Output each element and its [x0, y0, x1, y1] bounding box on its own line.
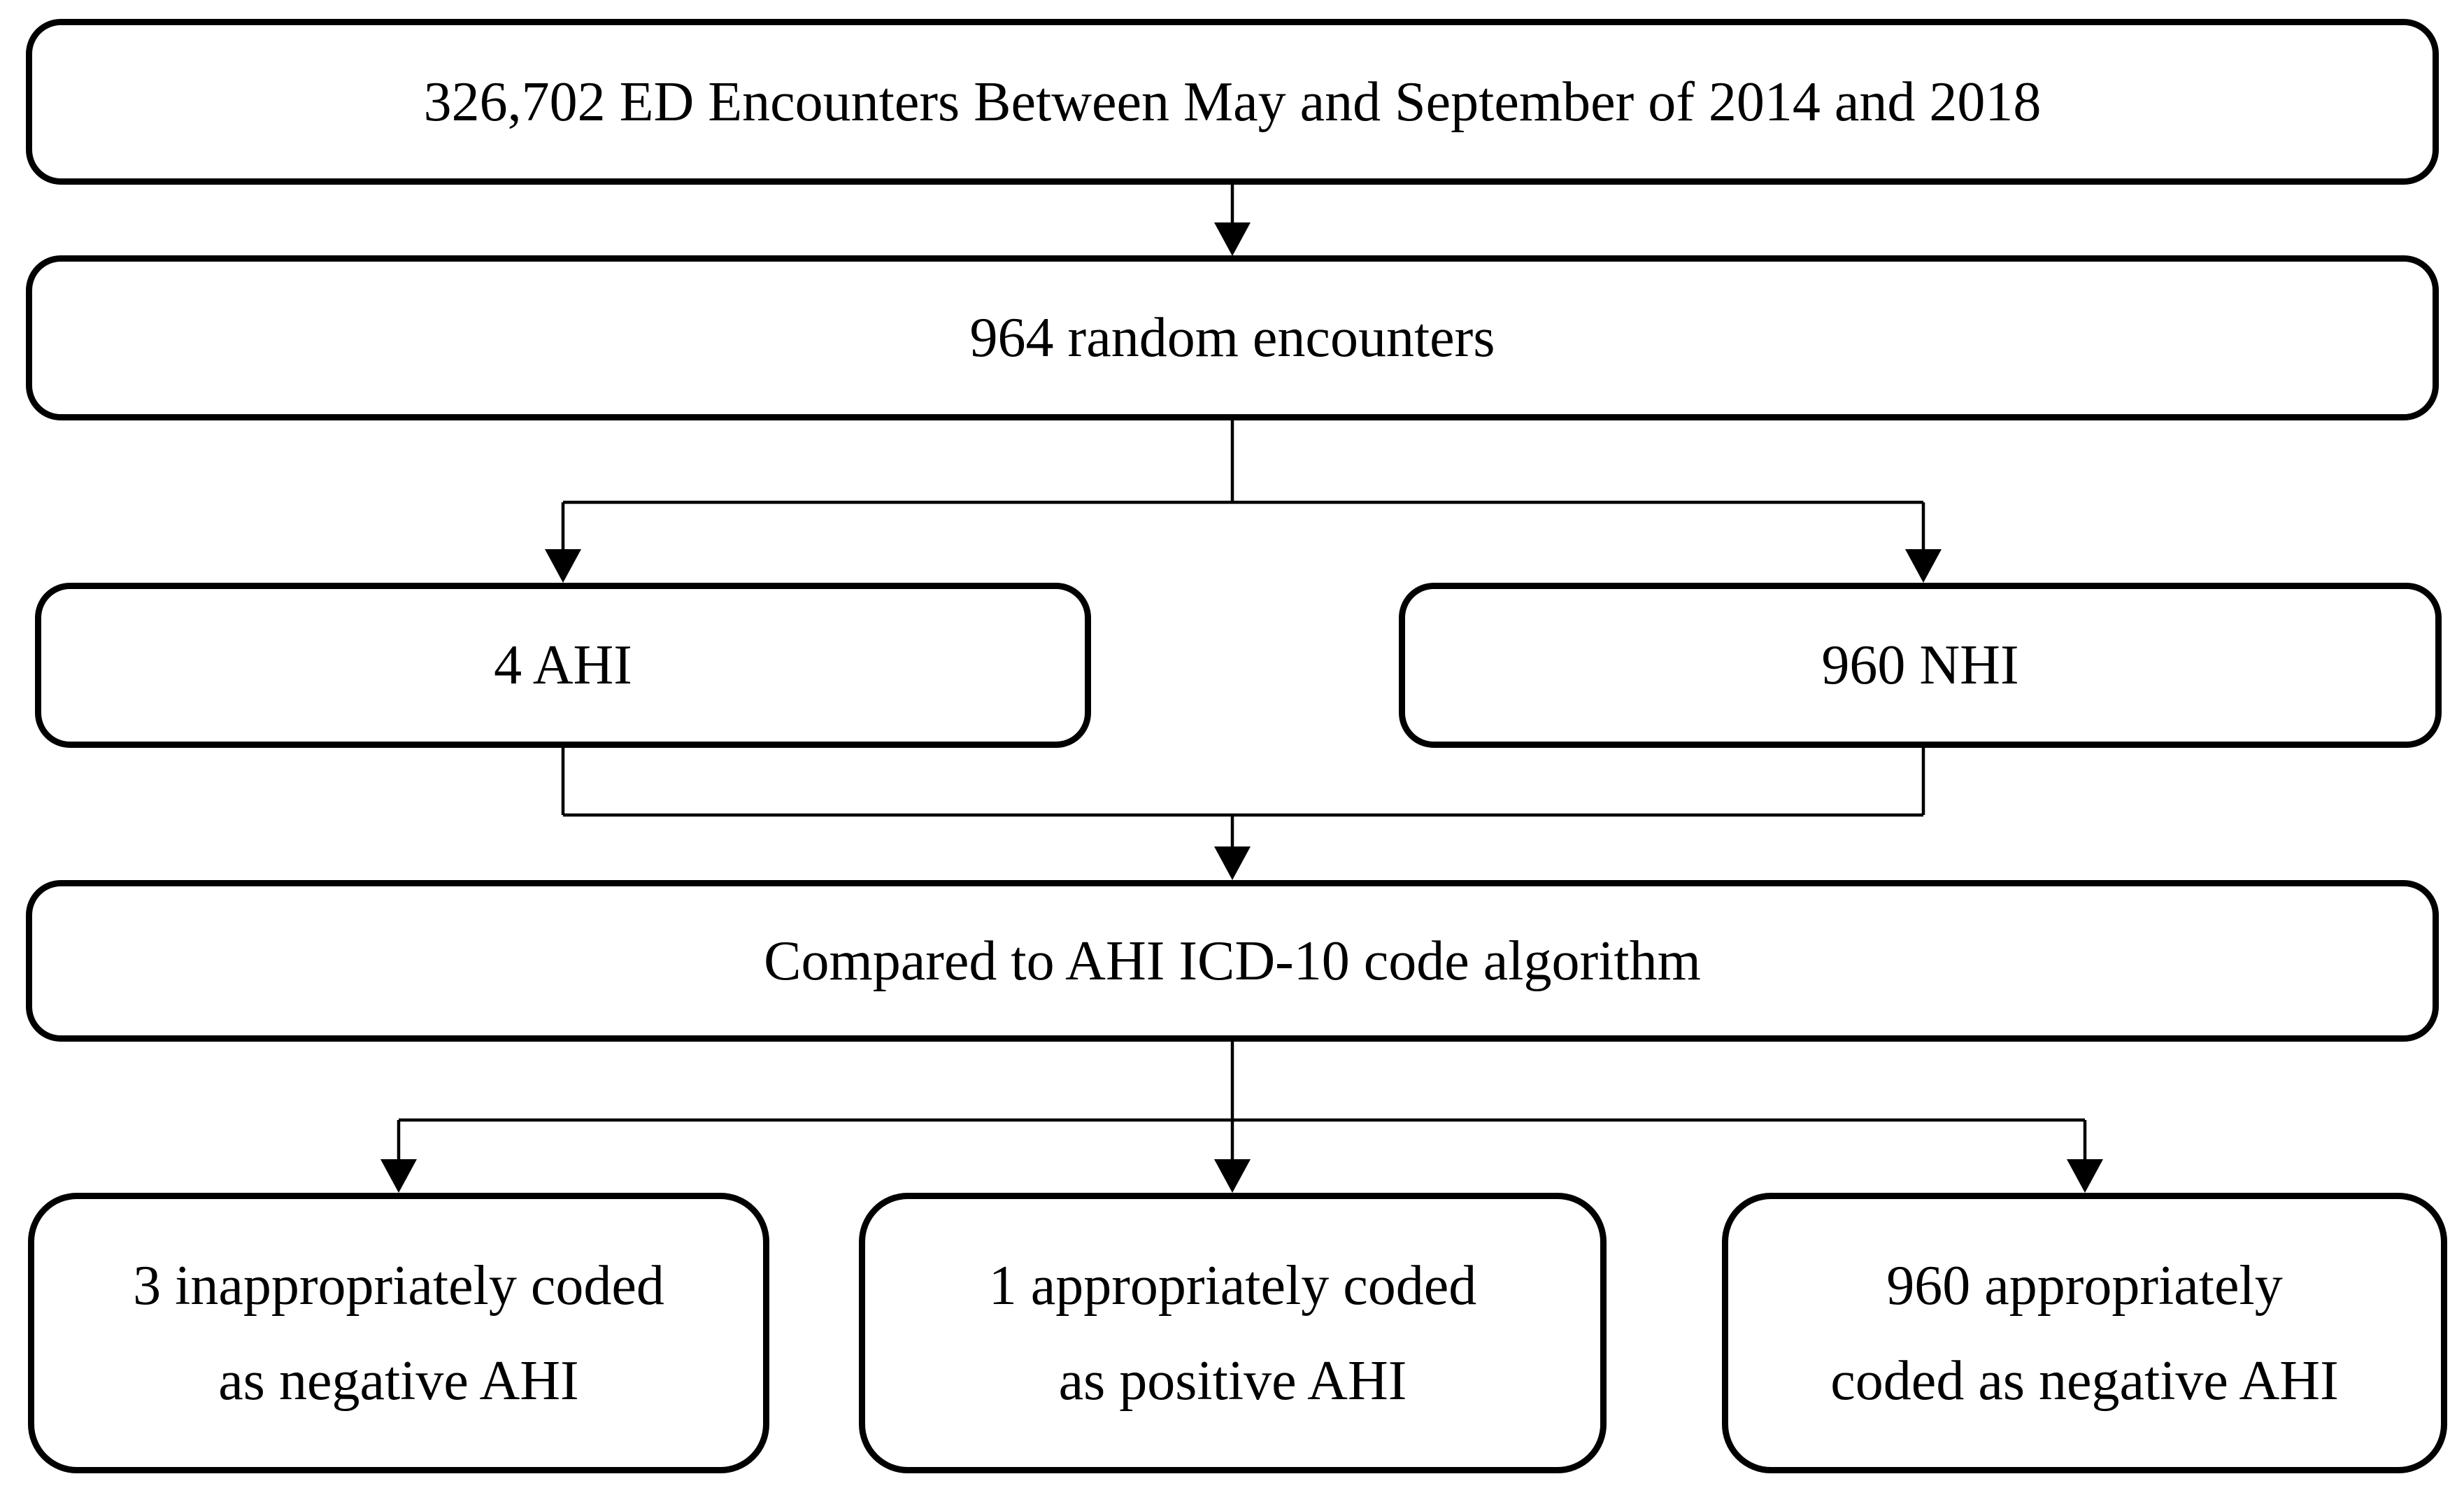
node-appropriately-coded-positive: 1 appropriately coded as positive AHI — [859, 1193, 1607, 1473]
node-algorithm-comparison: Compared to AHI ICD-10 code algorithm — [26, 880, 2439, 1042]
connector-merge-to-compared — [561, 748, 1925, 880]
node-inappropriately-coded-negative-line1: 3 inappropriately coded — [133, 1254, 664, 1317]
node-appropriately-coded-negative-line1: 960 appropriately — [1886, 1254, 2283, 1317]
arrowhead-down-icon — [1214, 846, 1251, 880]
node-algorithm-comparison-label: Compared to AHI ICD-10 code algorithm — [764, 930, 1701, 992]
node-total-encounters-label: 326,702 ED Encounters Between May and Se… — [423, 71, 2042, 133]
arrowhead-down-icon — [1214, 1159, 1251, 1193]
node-nhi-label: 960 NHI — [1821, 635, 2019, 696]
arrowhead-down-icon — [545, 549, 581, 583]
node-inappropriately-coded-negative-line2: as negative AHI — [218, 1349, 579, 1412]
arrowhead-down-icon — [1905, 549, 1942, 583]
node-total-encounters: 326,702 ED Encounters Between May and Se… — [26, 19, 2439, 185]
node-appropriately-coded-positive-line1: 1 appropriately coded — [988, 1254, 1477, 1317]
connector-compared-split — [380, 1042, 2103, 1193]
node-inappropriately-coded-negative: 3 inappropriately coded as negative AHI — [28, 1193, 769, 1473]
node-appropriately-coded-negative-line2: coded as negative AHI — [1830, 1349, 2339, 1412]
node-appropriately-coded-positive-line2: as positive AHI — [1058, 1349, 1407, 1412]
arrowhead-down-icon — [2067, 1159, 2103, 1193]
node-random-encounters: 964 random encounters — [26, 255, 2439, 420]
node-nhi: 960 NHI — [1399, 583, 2442, 748]
connector-random-split — [545, 420, 1942, 583]
arrow-total-to-random — [1214, 184, 1251, 256]
node-random-encounters-label: 964 random encounters — [969, 307, 1495, 369]
node-appropriately-coded-negative: 960 appropriately coded as negative AHI — [1722, 1193, 2447, 1473]
arrowhead-down-icon — [1214, 222, 1251, 256]
node-ahi-label: 4 AHI — [494, 635, 632, 696]
arrowhead-down-icon — [380, 1159, 417, 1193]
node-ahi: 4 AHI — [35, 583, 1091, 748]
